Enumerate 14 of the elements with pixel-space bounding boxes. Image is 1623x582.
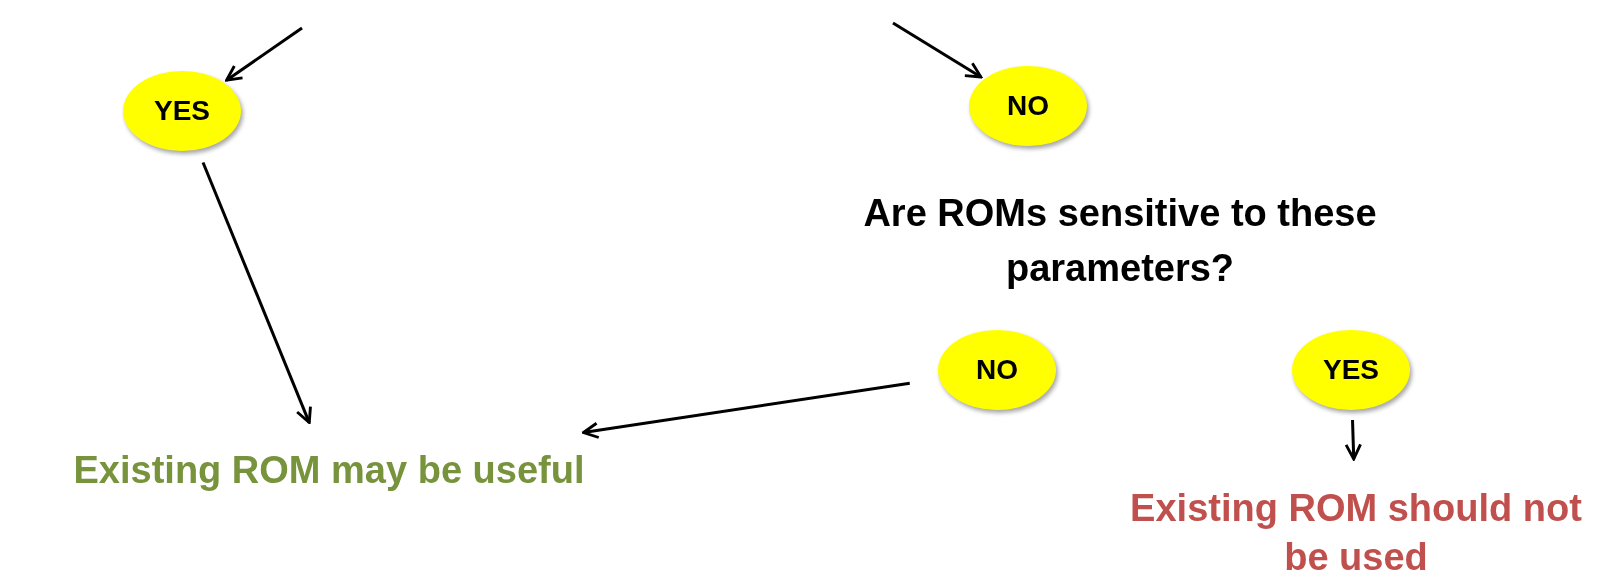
arrow <box>201 161 312 425</box>
answer-label: YES <box>1323 354 1379 386</box>
answer-label: NO <box>976 354 1018 386</box>
answer-ellipse <box>123 71 241 151</box>
answer-ellipse <box>969 66 1087 146</box>
arrow <box>892 21 983 79</box>
arrow <box>581 381 910 439</box>
arrow <box>1344 419 1362 461</box>
arrow <box>225 26 303 82</box>
outcome-text: Existing ROM may be useful <box>19 443 639 499</box>
question-text: Are ROMs sensitive to these parameters? <box>862 191 1378 292</box>
outcome-text: Existing ROM should not be used <box>1121 483 1591 582</box>
answer-label: NO <box>1007 90 1049 122</box>
answer-label: YES <box>154 95 210 127</box>
